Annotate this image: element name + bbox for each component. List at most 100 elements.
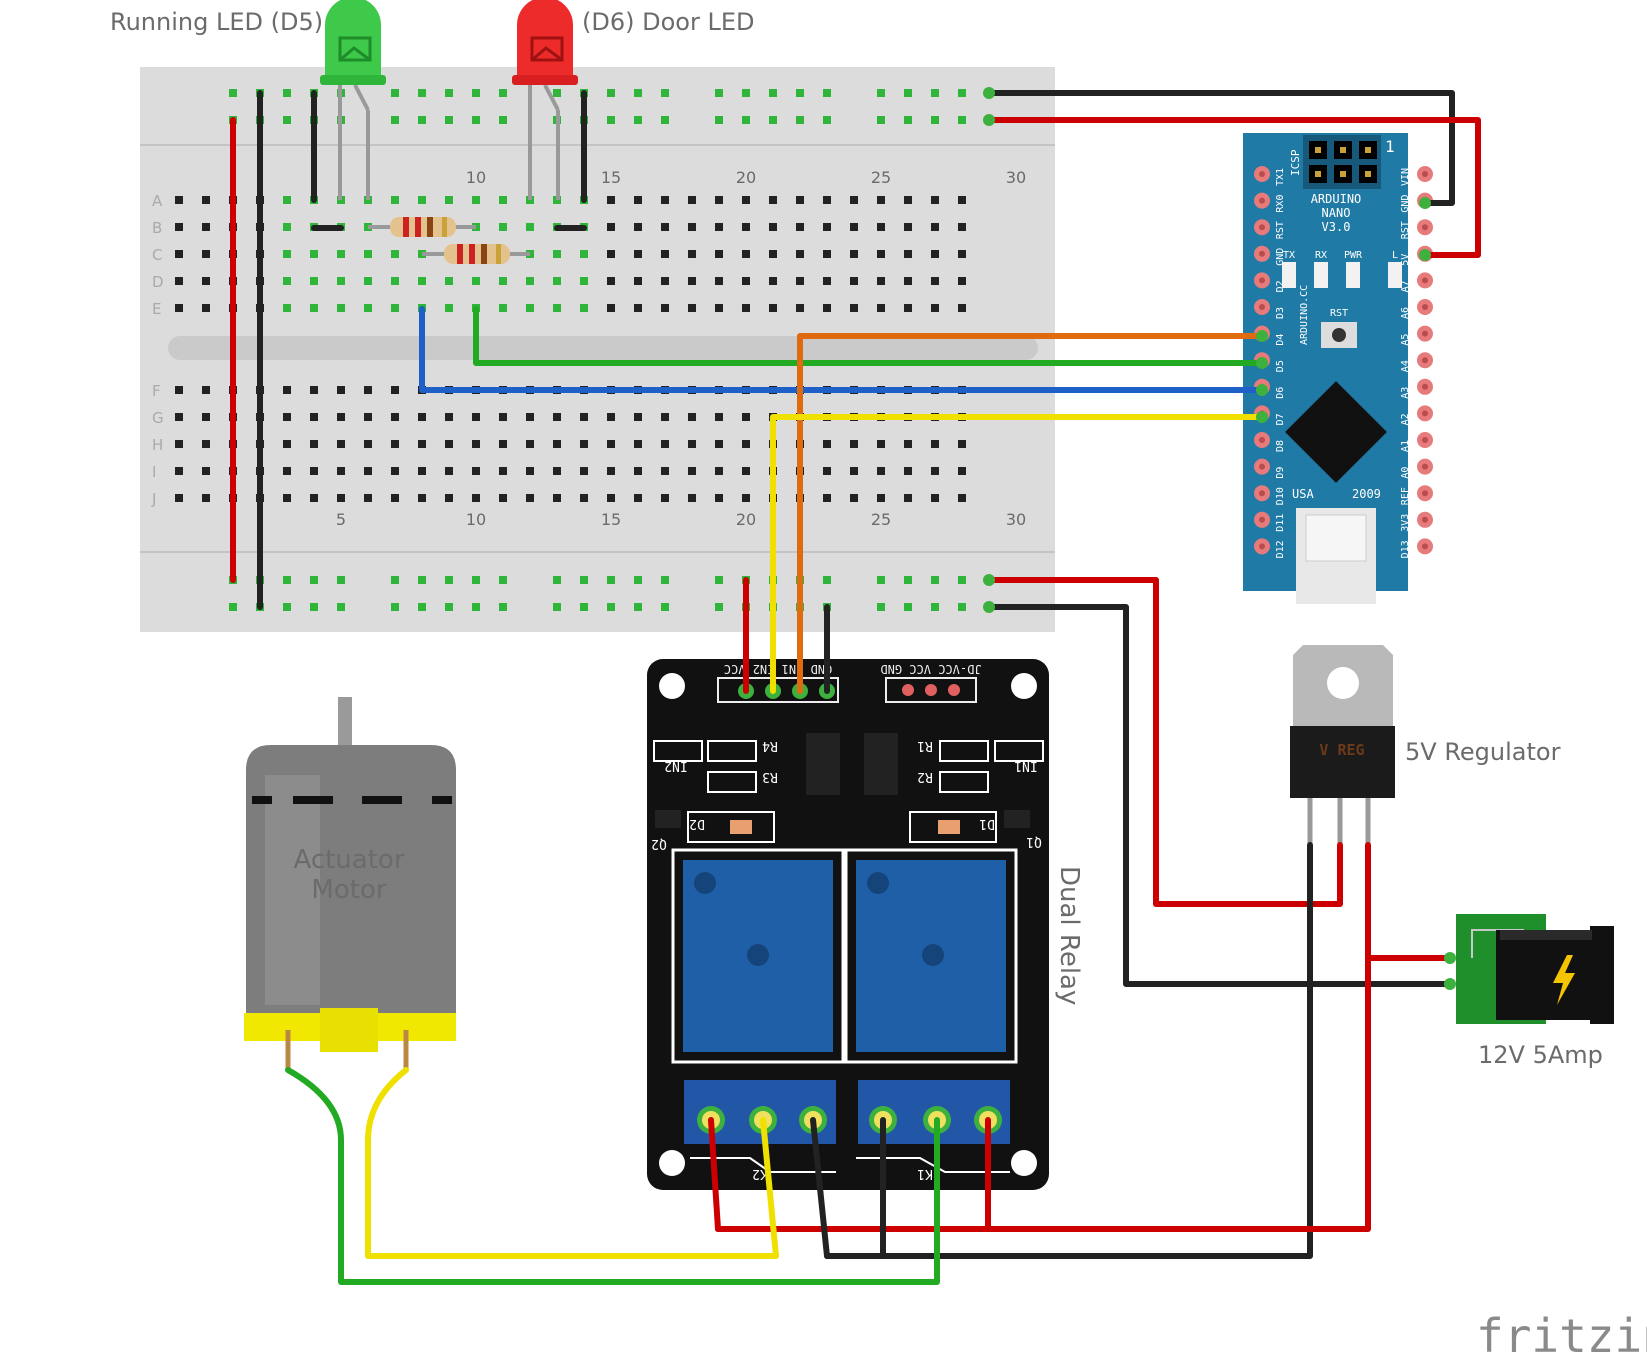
breadboard-hole <box>175 223 183 231</box>
breadboard-hole <box>958 250 966 258</box>
rail-hole <box>634 603 642 611</box>
running-led <box>320 0 386 200</box>
row-letter: J <box>151 490 156 508</box>
breadboard-hole <box>607 250 615 258</box>
breadboard-hole <box>202 304 210 312</box>
wire-top-5v <box>986 117 1481 258</box>
running-led-label: Running LED (D5) <box>110 8 323 36</box>
breadboard-hole <box>796 304 804 312</box>
nano-pin-label: GND <box>1275 248 1286 266</box>
col-number: 25 <box>871 510 891 529</box>
breadboard-hole <box>823 223 831 231</box>
breadboard-hole <box>472 467 480 475</box>
rail-hole <box>661 89 669 97</box>
breadboard-hole <box>607 277 615 285</box>
breadboard-hole <box>175 494 183 502</box>
relay-part-label: IN1 <box>1014 758 1037 773</box>
nano-pin-hole <box>1422 171 1428 177</box>
wire-endpoint <box>1419 249 1431 261</box>
relay-part-label: Q2 <box>651 836 667 851</box>
breadboard-hole <box>931 304 939 312</box>
breadboard-hole <box>715 223 723 231</box>
rail-hole <box>337 603 345 611</box>
smd-outline <box>939 771 989 793</box>
breadboard-hole <box>472 440 480 448</box>
breadboard-hole <box>823 494 831 502</box>
nano-pin-label: D5 <box>1275 360 1286 372</box>
rail-hole <box>958 603 966 611</box>
breadboard-hole <box>364 277 372 285</box>
status-led-label: PWR <box>1344 250 1363 261</box>
relay-part-label: D1 <box>979 816 995 831</box>
rail-hole <box>769 89 777 97</box>
wire-d6-blue <box>419 306 1265 393</box>
breadboard-hole <box>688 440 696 448</box>
nano-pin-hole <box>1259 516 1265 523</box>
rail-hole <box>823 116 831 124</box>
nano-pin-label: REF <box>1400 487 1411 505</box>
breadboard-hole <box>661 223 669 231</box>
breadboard-hole <box>931 223 939 231</box>
breadboard-hole <box>202 223 210 231</box>
breadboard-hole <box>958 223 966 231</box>
breadboard-hole <box>499 196 507 204</box>
rail-hole <box>877 89 885 97</box>
breadboard-hole <box>634 440 642 448</box>
rail-hole <box>472 116 480 124</box>
breadboard-hole <box>445 467 453 475</box>
breadboard-hole <box>337 277 345 285</box>
icsp-pin-gold <box>1340 147 1346 153</box>
row-letter: G <box>152 409 164 427</box>
breadboard-hole <box>715 250 723 258</box>
nano-brand: ARDUINO.CC <box>1299 285 1310 345</box>
breadboard-hole <box>526 304 534 312</box>
breadboard-hole <box>742 413 750 421</box>
breadboard-hole <box>634 304 642 312</box>
breadboard-hole <box>364 467 372 475</box>
breadboard-hole <box>931 196 939 204</box>
breadboard-hole <box>634 250 642 258</box>
rail-hole <box>391 89 399 97</box>
nano-title-3: V3.0 <box>1322 220 1351 234</box>
row-letter: F <box>152 382 161 400</box>
breadboard-hole <box>688 223 696 231</box>
breadboard-hole <box>391 413 399 421</box>
wire-bottom-5v <box>986 577 1343 907</box>
breadboard-hole <box>715 196 723 204</box>
breadboard-hole <box>499 494 507 502</box>
door-led-label: (D6) Door LED <box>582 8 754 36</box>
regulator-marking: V REG <box>1319 741 1364 759</box>
wire-endpoint <box>1256 330 1268 342</box>
nano-title-2: NANO <box>1322 206 1351 220</box>
status-led-label: RX <box>1315 250 1327 261</box>
relay-part-label: K1 <box>917 1166 933 1181</box>
breadboard-hole <box>445 277 453 285</box>
breadboard-hole <box>202 196 210 204</box>
breadboard-hole <box>175 467 183 475</box>
rail-hole <box>904 116 912 124</box>
status-led <box>1282 262 1296 288</box>
status-led-label: TX <box>1283 250 1295 261</box>
rail-hole <box>958 89 966 97</box>
breadboard-hole <box>688 277 696 285</box>
wires <box>230 90 1481 1285</box>
breadboard-hole <box>688 494 696 502</box>
breadboard-hole <box>553 494 561 502</box>
col-number: 5 <box>336 510 346 529</box>
breadboard-hole <box>904 467 912 475</box>
breadboard-hole <box>877 223 885 231</box>
breadboard-hole <box>580 467 588 475</box>
breadboard-hole <box>823 304 831 312</box>
breadboard-hole <box>796 277 804 285</box>
breadboard-hole <box>688 467 696 475</box>
rail-hole <box>904 576 912 584</box>
wire-d4-orange <box>797 333 1265 694</box>
breadboard-hole <box>364 386 372 394</box>
rail-hole <box>904 603 912 611</box>
breadboard-hole <box>283 277 291 285</box>
wire-endpoint <box>1256 357 1268 369</box>
breadboard-hole <box>553 304 561 312</box>
breadboard-hole <box>850 223 858 231</box>
